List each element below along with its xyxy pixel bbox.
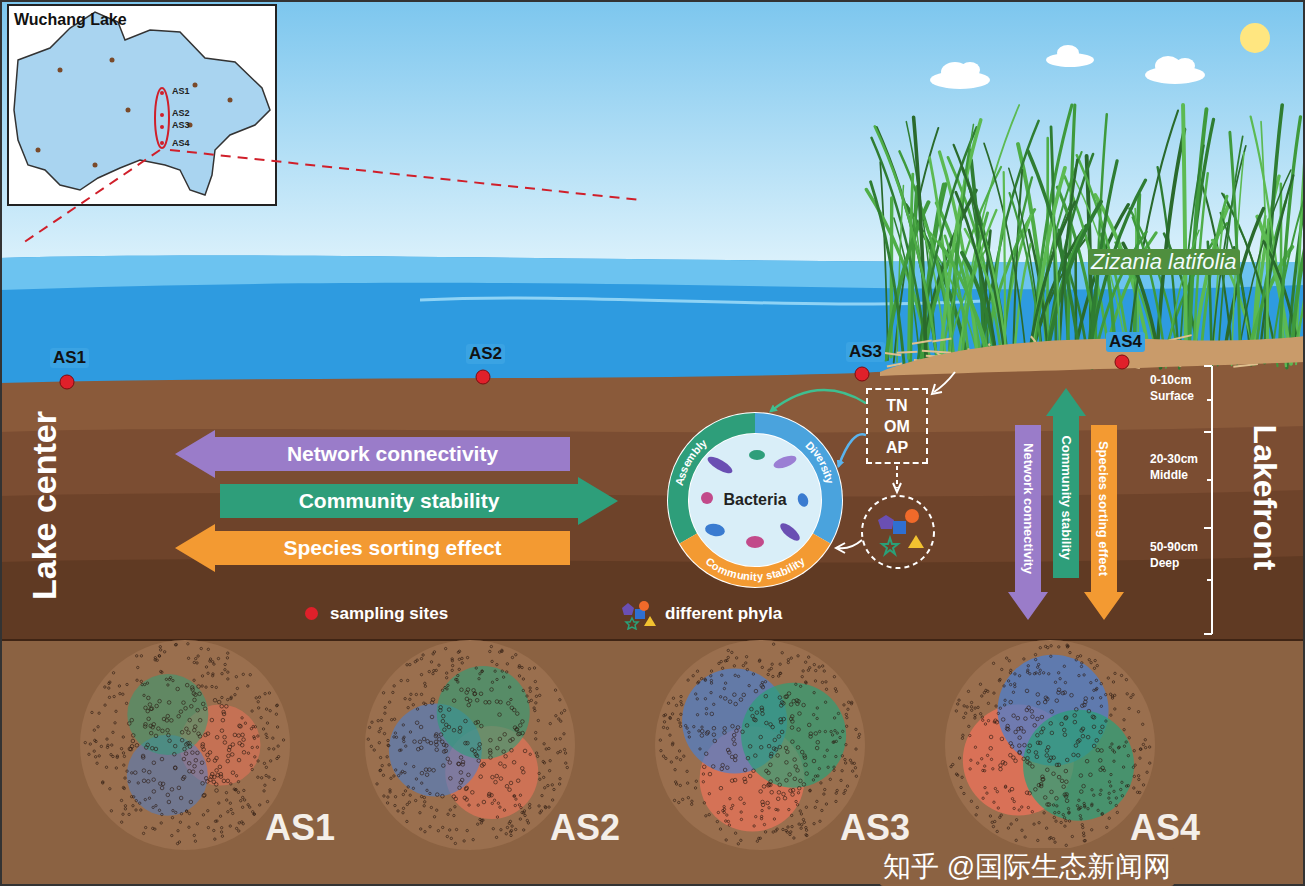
map-title: Wuchang Lake bbox=[14, 11, 127, 29]
depth-label: Middle bbox=[1150, 468, 1188, 482]
factor-label: OM bbox=[884, 416, 910, 437]
legend-label: different phyla bbox=[665, 604, 782, 624]
depth-label: Deep bbox=[1150, 556, 1179, 570]
site-label: AS3 bbox=[172, 120, 190, 130]
arrow-label: Species sorting effect bbox=[283, 536, 501, 560]
site-label: AS1 bbox=[50, 348, 89, 368]
site-label: AS4 bbox=[1130, 808, 1200, 848]
site-label: AS1 bbox=[265, 808, 335, 848]
factor-arrow bbox=[771, 390, 866, 411]
depth-scale bbox=[1204, 366, 1212, 634]
zoom-lines bbox=[20, 150, 640, 245]
arrow-label: Community stability bbox=[1059, 435, 1074, 559]
site-label: AS2 bbox=[466, 344, 505, 364]
site-label: AS3 bbox=[846, 342, 885, 362]
depth-label: 0-10cm bbox=[1150, 373, 1191, 387]
network-circle: AS4 bbox=[945, 640, 1155, 850]
network-graph bbox=[80, 640, 290, 850]
network-graph bbox=[945, 640, 1155, 850]
trend-arrow: Network connectivity bbox=[1008, 425, 1048, 620]
inset-map-box: Wuchang Lake bbox=[8, 5, 276, 205]
legend-dot bbox=[305, 607, 318, 620]
factor-box: TNOMAP bbox=[866, 388, 928, 464]
site-label: AS1 bbox=[172, 86, 190, 96]
network-circle: AS3 bbox=[655, 640, 865, 850]
site-label: AS2 bbox=[550, 808, 620, 848]
network-circle: AS2 bbox=[365, 640, 575, 850]
trend-arrow: Community stability bbox=[1046, 388, 1086, 578]
arrow-label: Network connectivity bbox=[1021, 443, 1036, 574]
network-graph bbox=[655, 640, 865, 850]
clouds bbox=[930, 45, 1205, 89]
factor-arrow bbox=[838, 434, 866, 466]
phyla-cluster bbox=[862, 496, 934, 568]
watermark: 知乎 @国际生态新闻网 bbox=[880, 848, 1174, 886]
factor-label: TN bbox=[886, 395, 907, 416]
arrow-label: Community stability bbox=[299, 489, 500, 513]
sky bbox=[0, 0, 1305, 275]
site-label: AS4 bbox=[1106, 332, 1145, 352]
sediment-middle bbox=[0, 426, 1305, 640]
network-circle: AS1 bbox=[80, 640, 290, 850]
depth-label: Surface bbox=[1150, 389, 1194, 403]
trend-arrow: Community stability bbox=[220, 477, 618, 525]
factor-label: AP bbox=[886, 437, 908, 458]
arrow-label: Network connectivity bbox=[287, 442, 498, 466]
network-graph bbox=[365, 640, 575, 850]
trend-arrow: Species sorting effect bbox=[175, 524, 570, 572]
sediment-surface bbox=[0, 356, 1305, 640]
sun bbox=[1240, 23, 1270, 53]
inset-map bbox=[8, 5, 276, 205]
site-dots bbox=[60, 355, 1129, 389]
zizania-reeds bbox=[866, 105, 1305, 369]
bacteria-circle: BacteriaAssemblyDiversityCommunity stabi… bbox=[667, 412, 843, 588]
legend-label: sampling sites bbox=[330, 604, 448, 624]
trend-arrow: Species sorting effect bbox=[1084, 425, 1124, 620]
center-label: Bacteria bbox=[723, 491, 786, 509]
species-label: Zizania latifolia bbox=[1088, 249, 1240, 275]
site-label: AS3 bbox=[840, 808, 910, 848]
site-label: AS4 bbox=[172, 138, 190, 148]
site-label: AS2 bbox=[172, 108, 190, 118]
plant-litter bbox=[880, 336, 1305, 376]
zone-label: Lakefront bbox=[1246, 424, 1283, 570]
network-panel bbox=[0, 640, 1305, 886]
depth-label: 20-30cm bbox=[1150, 452, 1198, 466]
arrow-label: Species sorting effect bbox=[1097, 441, 1112, 576]
zone-label: Lake center bbox=[25, 411, 64, 600]
trend-arrow: Network connectivity bbox=[175, 430, 570, 478]
depth-label: 50-90cm bbox=[1150, 540, 1198, 554]
phyla-symbols bbox=[620, 600, 658, 630]
